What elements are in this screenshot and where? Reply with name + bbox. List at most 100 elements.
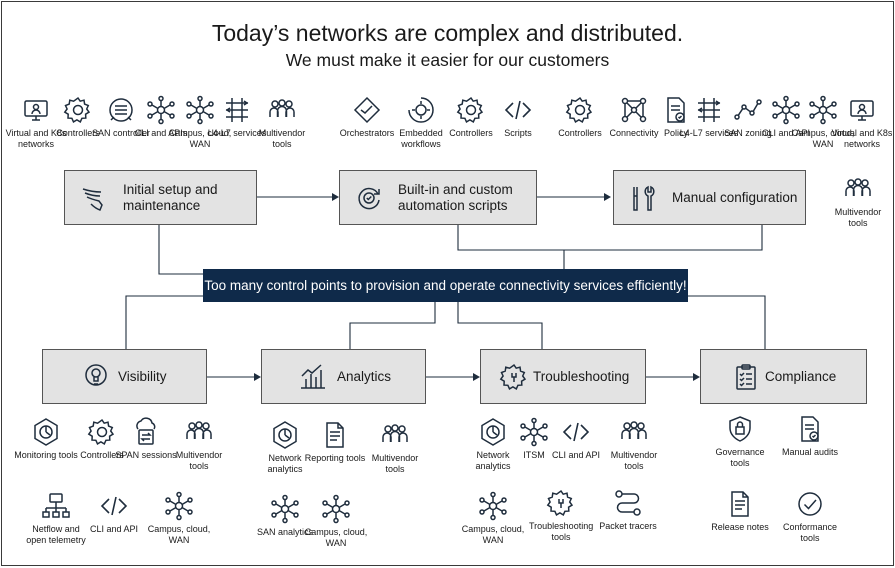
tools-icon [628,183,658,213]
icon-label: Conformance tools [782,522,838,543]
multivendor-icon-item-4: Multivendor tools [363,420,427,474]
multivendor-icon-item-5: Multivendor tools [602,417,666,471]
box-label: Analytics [337,368,392,384]
icon-label: SPAN sessions [115,450,177,460]
initial-setup-box: Initial setup and maintenance [64,170,257,225]
release-notes-icon-item: Release notes [708,489,772,533]
campus-icon-item-2: Campus, cloud, WAN [791,95,855,149]
monitoring-tools-icon-item: Monitoring tools [14,417,78,461]
troubleshooting-tools-icon-item: Troubleshooting tools [529,488,593,542]
network-analytics-icon-item-2: Network analytics [461,417,525,471]
manual-audits-icon-item: Manual audits [778,414,842,458]
icon-label: Multivendor tools [258,128,306,149]
gear-wrench-icon [499,362,529,392]
people-icon [184,417,214,447]
span-sessions-icon-item: SPAN sessions [114,417,178,461]
icon-label: Virtual and K8s networks [831,128,893,149]
icon-label: Governance tools [715,447,765,468]
people-icon [267,95,297,125]
icon-label: Monitoring tools [14,450,78,460]
icon-label: Campus, cloud, WAN [147,524,211,545]
icon-label: CLI and API [89,524,139,534]
icon-label: Orchestrators [339,128,395,138]
icon-label: Campus, cloud, WAN [791,128,855,149]
box-label: Built-in and custom automation scripts [398,181,513,213]
monitor-icon [847,95,877,125]
scripts-icon-item: Scripts [486,95,550,139]
workflow-icon [406,95,436,125]
code-icon [561,417,591,447]
icon-label: Network analytics [267,453,303,474]
icon-label: Netflow and open telemetry [26,524,86,545]
box-label: Troubleshooting [533,368,630,384]
icon-label: Multivendor tools [610,450,658,471]
icon-label: Release notes [711,522,769,532]
l4l7-icon-item: L4-L7 services [205,95,269,139]
icon-label: Policy [663,128,688,138]
analytics-box: Analytics [261,349,426,404]
policy-icon-item: Policy [644,95,708,139]
packet-tracers-icon-item: Packet tracers [596,488,660,532]
campus-icon-item: Campus, cloud, WAN [168,95,232,149]
icon-label: CLI and API [761,128,811,138]
network-analytics-icon-item: Network analytics [253,420,317,474]
san-zoning-icon-item: SAN zoning [716,95,780,139]
icon-label: Campus, cloud, WAN [168,128,232,149]
orchestrators-icon-item: Orchestrators [335,95,399,139]
virtual-networks-icon-item-2: Virtual and K8s networks [830,95,894,149]
layers-icon [222,95,252,125]
l4l7-icon-item-2: L4-L7 services [677,95,741,139]
hexchart-icon [270,420,300,450]
automation-scripts-box: Built-in and custom automation scripts [339,170,537,225]
icon-label: ITSM [523,450,545,460]
netflow-icon-item: Netflow and open telemetry [24,491,88,545]
itsm-icon-item: ITSM [502,417,566,461]
icon-label: SAN zoning [724,128,772,138]
manual-configuration-box: Manual configuration [613,170,806,225]
gear-icon [565,95,595,125]
people-icon [843,174,873,204]
page-title: Today’s networks are complex and distrib… [211,20,684,46]
icon-label: SAN analytics [256,527,314,537]
governance-tools-icon-item: Governance tools [708,414,772,468]
gear-icon [456,95,486,125]
campus-icon-item-3: Campus, cloud, WAN [147,491,211,545]
visibility-box: Visibility [42,349,207,404]
cli-api-icon-item: CLI and API [754,95,818,139]
virtual-networks-icon-item: Virtual and K8s networks [4,95,68,149]
controllers-icon-item-4: Controllers [70,417,134,461]
icon-label: Packet tracers [599,521,657,531]
icon-label: L4-L7 services [679,128,739,138]
icon-label: Embedded workflows [399,128,443,149]
gear-wrench-icon [546,488,576,518]
code-icon [99,491,129,521]
icon-label: L4-L7 services [207,128,267,138]
icon-label: Multivendor tools [834,207,882,228]
multivendor-icon-item-2: Multivendor tools [826,174,890,228]
span-icon [131,417,161,447]
icon-label: Controllers [558,128,602,138]
icon-label: Troubleshooting tools [529,521,594,542]
icon-label: CLI and API [551,450,601,460]
troubleshooting-box: Troubleshooting [480,349,646,404]
control-points-banner: Too many control points to provision and… [203,269,688,302]
icon-label: Controllers [80,450,124,460]
controllers-icon-item: Controllers [46,95,110,139]
check-circle-icon [795,489,825,519]
network-icon [41,491,71,521]
san-analytics-icon-item: SAN analytics [253,494,317,538]
reporting-tools-icon-item: Reporting tools [303,420,367,464]
icon-label: Campus, cloud, WAN [461,524,525,545]
icon-label: Connectivity [609,128,659,138]
people-icon [619,417,649,447]
hub-icon [321,494,351,524]
checklist-icon [731,362,761,392]
box-label: Initial setup and maintenance [123,181,218,213]
hexchart-icon [31,417,61,447]
icon-label: Multivendor tools [371,453,419,474]
hub-icon [478,491,508,521]
cli-apis-icon-item: CLI and APIs [129,95,193,139]
campus-icon-item-4: Campus, cloud, WAN [304,494,368,548]
